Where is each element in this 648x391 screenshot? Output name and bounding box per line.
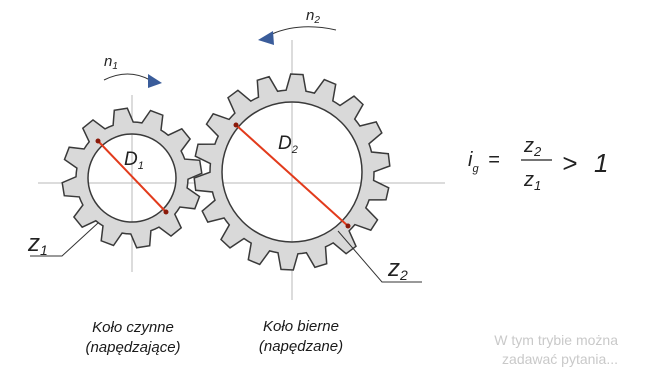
driven-diameter-label: D2 [278,133,298,156]
driver-gear-caption: Koło czynne (napędzające) [48,318,218,358]
driven-teeth-label: z2 [387,255,408,283]
gear-ratio-formula: ig = z2 z1 > 1 [468,135,608,193]
driven-gear [193,73,391,271]
driven-teeth-leader [337,230,422,283]
formula-denominator: z1 [523,169,541,193]
driven-diameter-end-bottom [345,223,351,229]
formula-comparison: > [562,148,577,178]
driver-teeth-label: z1 [27,230,48,258]
watermark-line1: W tym trybie można [494,332,618,348]
formula-lhs: ig [468,149,479,175]
driver-diameter-label: D1 [124,149,144,172]
formula-equals: = [488,149,500,171]
driver-diameter-line [97,140,167,213]
driven-caption-line1: Koło bierne [263,318,339,335]
driver-diameter-end-bottom [163,209,169,215]
driver-diameter-end-top [95,138,101,144]
driver-caption-line2: (napędzające) [85,339,181,356]
driven-diameter-line [235,124,349,227]
watermark-line2: zadawać pytania... [502,351,618,367]
formula-rhs: 1 [594,148,608,178]
driver-rotation-arrowhead [148,74,162,88]
formula-numerator: z2 [523,135,542,159]
watermark-text: W tym trybie można zadawać pytania... [494,331,618,369]
driven-rotation-arrowhead [258,31,274,45]
driven-speed-label: n2 [306,7,320,26]
driven-rotation-arc [271,26,337,35]
driver-speed-label: n1 [104,53,118,72]
driver-teeth-leader [30,222,99,257]
driven-gear-caption: Koło bierne (napędzane) [216,317,386,357]
driver-caption-line1: Koło czynne [92,319,174,336]
driver-rotation-arc [103,73,151,81]
driven-caption-line2: (napędzane) [258,338,344,355]
driven-diameter-end-top [233,122,239,128]
